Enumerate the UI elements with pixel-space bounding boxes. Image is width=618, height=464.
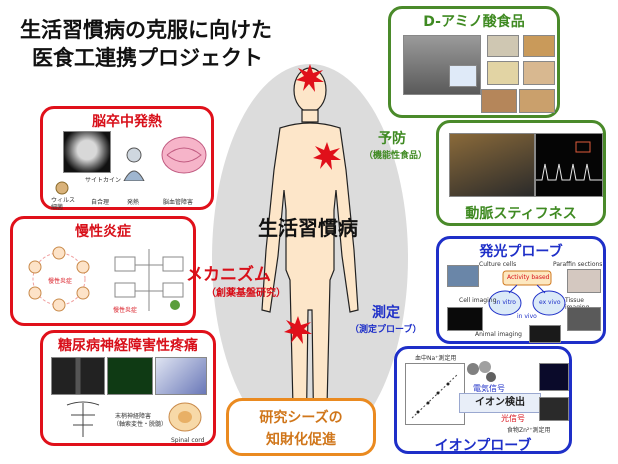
brain-label: 脳血管障害	[163, 199, 194, 206]
arterial-stiffness-box: 動脈スティフネス	[436, 120, 606, 226]
burst-head-icon	[296, 64, 324, 92]
d-amino-food-box: D-アミノ酸食品	[388, 6, 560, 118]
measurement-label: 測定	[372, 305, 400, 321]
calibration-line-icon	[411, 373, 459, 419]
diabetic-neuropathy-box: 糖尿病神経障害性疼痛 末梢神経障害 （軸索変性・脱髄） Spinal cord	[40, 330, 216, 446]
culture-cells-label: Culture cells	[479, 261, 517, 268]
in-vitro-label: in vitro	[495, 299, 516, 306]
light-signal-label: 光信号	[501, 414, 525, 423]
bottles-photo	[487, 35, 519, 57]
probe-activity-diagram	[488, 270, 566, 316]
mice-photo	[51, 357, 105, 395]
neuropathy-label: 末梢神経障害	[115, 413, 152, 420]
luminescent-probe-title: 発光プローブ	[479, 244, 563, 260]
food-photo-1	[523, 35, 555, 57]
cytokine-label: サイトカイン	[85, 177, 122, 184]
seeds-ip-box: 研究シーズの 知財化促進	[226, 398, 376, 456]
center-disease-label: 生活習慣病	[258, 216, 358, 240]
skeleton-diagram	[66, 401, 100, 437]
food-photo-2	[487, 61, 519, 85]
mechanism-label: メカニズム	[186, 265, 271, 285]
seeds-line-2: 知財化促進	[266, 432, 336, 448]
food-photo-3	[523, 61, 555, 85]
luminescent-probe-box: 発光プローブ Culture cells Paraffin sections A…	[436, 236, 606, 344]
spinal-cord-diagram	[168, 402, 202, 432]
tissue-stain-image	[155, 357, 207, 395]
stroke-fever-box: 脳卒中発熱 サイトカイン ウィルス 細菌 自合理 発熱 脳血管障害	[40, 106, 214, 211]
tissue-imaging-photo	[567, 307, 601, 331]
d-amino-food-title: D-アミノ酸食品	[423, 14, 525, 30]
animal-imaging-label: Animal imaging	[475, 331, 522, 338]
ion-probe-title: イオンプローブ	[434, 438, 532, 454]
measurement-sub-label: （測定プローブ）	[350, 325, 422, 335]
ion-detection-banner: イオン検出	[459, 393, 541, 413]
molecule-icon	[467, 361, 496, 382]
waveform-icon	[536, 141, 602, 181]
brain-scan-image	[63, 131, 111, 173]
blood-na-label: 血中Na⁺測定用	[415, 355, 457, 362]
signal-bars-image	[539, 363, 569, 391]
food-photo-4	[481, 89, 517, 113]
chronic-inflammation-title: 慢性炎症	[75, 224, 131, 240]
immune-label: 自合理	[91, 199, 110, 206]
burst-chest-icon	[313, 142, 341, 170]
food-zn-label: 食物Zn²⁺測定用	[507, 427, 551, 434]
inflammation-center-label-a: 慢性炎症	[48, 278, 73, 285]
burst-hip-icon	[284, 316, 312, 344]
paraffin-section-photo	[567, 269, 601, 293]
nerve-fluorescence-image	[107, 357, 153, 395]
stroke-fever-title: 脳卒中発熱	[92, 114, 162, 130]
seeds-line-1: 研究シーズの	[259, 410, 343, 426]
cell-fluorescence-image	[539, 397, 569, 421]
paraffin-label: Paraffin sections	[553, 261, 603, 268]
title-line-1: 生活習慣病の克服に向けた	[20, 18, 272, 42]
activity-based-label: Activity based	[507, 274, 550, 281]
ion-probe-box: 血中Na⁺測定用 電気信号 イオン検出 光信号 食物Zn²⁺測定用 イオンプロー…	[394, 346, 572, 454]
chronic-inflammation-box: 慢性炎症 慢性炎症 慢性炎症	[10, 216, 196, 326]
blood-vessel-diagram-icon	[161, 136, 207, 174]
calibration-graph	[405, 363, 465, 425]
monitor-photo	[449, 65, 477, 87]
virus-label: ウィルス	[51, 197, 76, 204]
fever-label: 発熱	[127, 199, 140, 206]
culture-cells-photo	[447, 265, 479, 287]
cell-imaging-label: Cell imaging	[459, 297, 497, 304]
in-vivo-label: in vivo	[517, 313, 537, 320]
food-photo-5	[519, 89, 555, 113]
ex-vivo-label: ex vivo	[539, 299, 561, 306]
inflammation-cycle-diagram	[28, 246, 90, 312]
ion-detection-label: イオン検出	[475, 397, 525, 408]
bacteria-label: 細菌	[51, 204, 64, 211]
lab-setup-photo	[449, 133, 535, 197]
diabetic-neuropathy-title: 糖尿病神経障害性疼痛	[58, 338, 198, 354]
page-title: 生活習慣病の克服に向けた 医食工連携プロジェクト	[20, 16, 272, 72]
spinal-cord-label: Spinal cord	[171, 437, 205, 444]
ultrasound-waveform-image	[535, 133, 603, 197]
virus-bacteria-icon	[55, 181, 69, 195]
neuropathy-detail-label: （軸索変性・脱髄）	[113, 421, 168, 428]
title-line-2: 医食工連携プロジェクト	[32, 46, 263, 70]
prevention-sub-label: （機能性食品）	[364, 151, 428, 161]
human-body-figure	[261, 67, 359, 453]
inflammation-center-label-b: 慢性炎症	[113, 307, 138, 314]
animal-imaging-photo	[529, 325, 561, 343]
mechanism-sub-label: （創薬基盤研究）	[206, 288, 286, 299]
inflammation-pathway-diagram	[114, 249, 184, 311]
electric-signal-label: 電気信号	[473, 384, 505, 393]
elderly-person-icon	[123, 147, 145, 181]
cell-imaging-photo	[447, 307, 483, 331]
prevention-label: 予防	[378, 131, 406, 147]
arterial-stiffness-title: 動脈スティフネス	[465, 206, 577, 222]
